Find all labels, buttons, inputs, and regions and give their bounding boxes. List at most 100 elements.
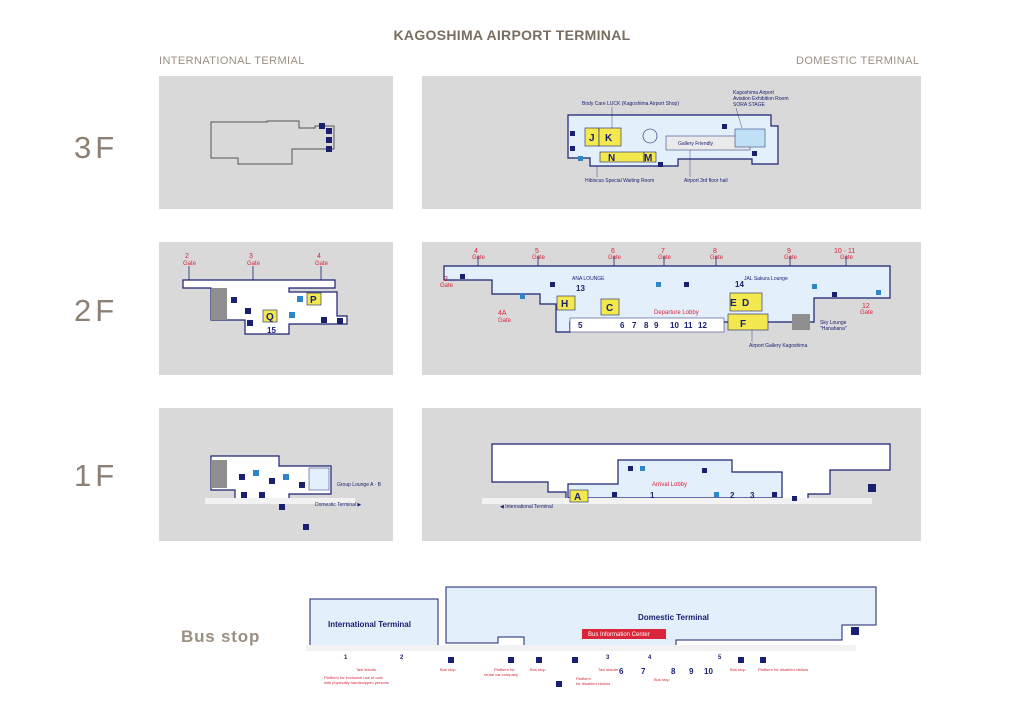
aviation-museum-line-1: Kagoshima Airport [733, 90, 774, 96]
shop-d-label: D [742, 298, 749, 309]
shop-k-label: K [605, 133, 613, 144]
dom-gate-9-label: Gate [784, 255, 798, 261]
shop-a-label: A [574, 492, 581, 503]
shop-p-area [306, 292, 322, 306]
shop-9-label: 9 [654, 321, 659, 330]
intl-2f-closed-area [211, 288, 227, 320]
intl-gate-3-number: 3 [249, 253, 253, 260]
intl-3f-map [159, 76, 393, 209]
elevator-icon [326, 128, 332, 134]
gate-markers [477, 256, 847, 266]
shop-n-area [599, 151, 645, 163]
rental-platform-line-2: rental car company [484, 672, 518, 677]
dom-gate-3-number: 3 [444, 276, 448, 283]
dom-gate-12-label: Gate [860, 310, 874, 316]
bus-stop-label-1: Bus stop [440, 667, 456, 672]
shop-e-label: E [730, 298, 737, 309]
svg-text:10: 10 [704, 667, 713, 676]
disabled-platform-1-line-1: Platform [576, 676, 592, 681]
shop-13-label: 13 [576, 284, 585, 293]
shop-f-area [727, 313, 769, 331]
dom-gate-5-label: Gate [532, 255, 546, 261]
airport-gallery-label: Airport Gallery Kagoshima [749, 343, 808, 349]
to-domestic-label: Domestic Terminal ▶ [315, 502, 361, 508]
shop-a-area [569, 489, 589, 503]
dom-3f-floorplan: J K N M Gallery Friendly Body Care LUCK … [567, 90, 789, 184]
atrium-circle [642, 128, 658, 144]
svg-text:5: 5 [718, 655, 722, 661]
svg-text:8: 8 [671, 667, 676, 676]
svg-text:7: 7 [641, 667, 646, 676]
shop-7-label: 7 [632, 321, 637, 330]
dom-gate-6-label: Gate [608, 255, 622, 261]
bus-info-center-label: Bus Information Center [588, 632, 650, 638]
shop-q-area [262, 309, 278, 323]
floor-label-2f: 2F [74, 293, 119, 328]
svg-text:3: 3 [606, 655, 610, 661]
domestic-column-heading: DOMESTIC TERMINAL [796, 55, 920, 67]
dom-gate-4a-number: 4A [498, 310, 507, 317]
svg-text:9: 9 [689, 667, 694, 676]
shop-q-label: Q [266, 312, 274, 323]
dom-gate-4a-label: Gate [498, 318, 512, 324]
taxi-stands-2: Taxi stands [598, 667, 618, 672]
shop-15-label: 15 [267, 326, 276, 335]
shop-d-area [729, 292, 763, 312]
shop-h-area [556, 295, 576, 311]
shop-p-label: P [310, 295, 317, 306]
shop-2-label: 2 [730, 491, 735, 500]
aviation-exhibition-area [734, 128, 766, 148]
dom-gate-12-number: 12 [862, 303, 870, 310]
sky-lounge-line-2: "Hanahana" [820, 326, 847, 332]
floor-label-3f: 3F [74, 130, 119, 165]
intl-3f-floorplan [210, 120, 335, 165]
shop-14-label: 14 [735, 280, 744, 289]
dom-gate-7-label: Gate [658, 255, 672, 261]
jal-lounge-label: JAL Sakura Lounge [744, 276, 788, 282]
group-lounge-area [308, 467, 330, 491]
intl-gate-4-number: 4 [317, 253, 321, 260]
dom-gate-5-number: 5 [535, 248, 539, 255]
bus-numbers: 1 2 3 4 5 6 7 8 9 10 [344, 655, 722, 676]
disabled-platform-2: Platform for disabled visitors [758, 667, 808, 672]
hibiscus-room-label: Hibiscus Special Waiting Room [585, 178, 654, 184]
sky-lounge-line-1: Sky Lounge [820, 320, 847, 326]
shop-11-label: 11 [684, 321, 693, 330]
page-title: KAGOSHIMA AIRPORT TERMINAL [393, 27, 631, 43]
airport-hall-label: Airport 3rd floor hall [684, 178, 728, 184]
intl-gate-2-label: Gate [183, 261, 197, 267]
rental-platform-line-1: Platform for [494, 667, 515, 672]
to-international-label: ◀ International Terminal [500, 504, 553, 510]
intl-gate-3-label: Gate [247, 261, 261, 267]
intl-gate-2-number: 2 [185, 253, 189, 260]
restroom-icon [319, 123, 325, 129]
shop-n-label: N [608, 153, 615, 164]
intl-2f-map: 2 Gate 3 Gate 4 Gate P Q 15 [159, 242, 393, 375]
aviation-museum-line-3: SORA STAGE [733, 102, 766, 108]
dom-3f-map: J K N M Gallery Friendly Body Care LUCK … [422, 76, 921, 209]
dom-gate-4-label: Gate [472, 255, 486, 261]
dom-gate-8-label: Gate [710, 255, 724, 261]
bus-info-center-box [582, 629, 666, 639]
shop-j-label: J [589, 133, 595, 144]
shop-1-label: 1 [650, 491, 655, 500]
taxi-stands-1: Taxi stands [356, 667, 376, 672]
sky-lounge-area [792, 314, 810, 330]
intl-2f-floorplan: 2 Gate 3 Gate 4 Gate P Q 15 [182, 253, 348, 335]
dom-1f-map: A 1 2 3 Arrival Lobby ◀ International Te… [422, 408, 921, 541]
intl-1f-floorplan: Group Lounge A · B Domestic Terminal ▶ [205, 455, 382, 530]
svg-text:1: 1 [344, 655, 348, 661]
group-lounge-label: Group Lounge A · B [337, 482, 382, 488]
bus-stop-label-4: Bus stop [730, 667, 746, 672]
stairs-icon [326, 137, 332, 143]
aviation-museum-line-2: Aviation Exhibition Room [733, 96, 789, 102]
dom-1f-floorplan: A 1 2 3 Arrival Lobby ◀ International Te… [482, 443, 891, 510]
shop-5-label: 5 [578, 321, 583, 330]
dom-gate-7-number: 7 [661, 248, 665, 255]
shop-h-label: H [561, 299, 568, 310]
shop-8-label: 8 [644, 321, 649, 330]
dom-gate-3-label: Gate [440, 283, 454, 289]
bus-stop-label-3: Bus stop [654, 677, 670, 682]
shop-12-label: 12 [698, 321, 707, 330]
dom-gate-6-number: 6 [611, 248, 615, 255]
